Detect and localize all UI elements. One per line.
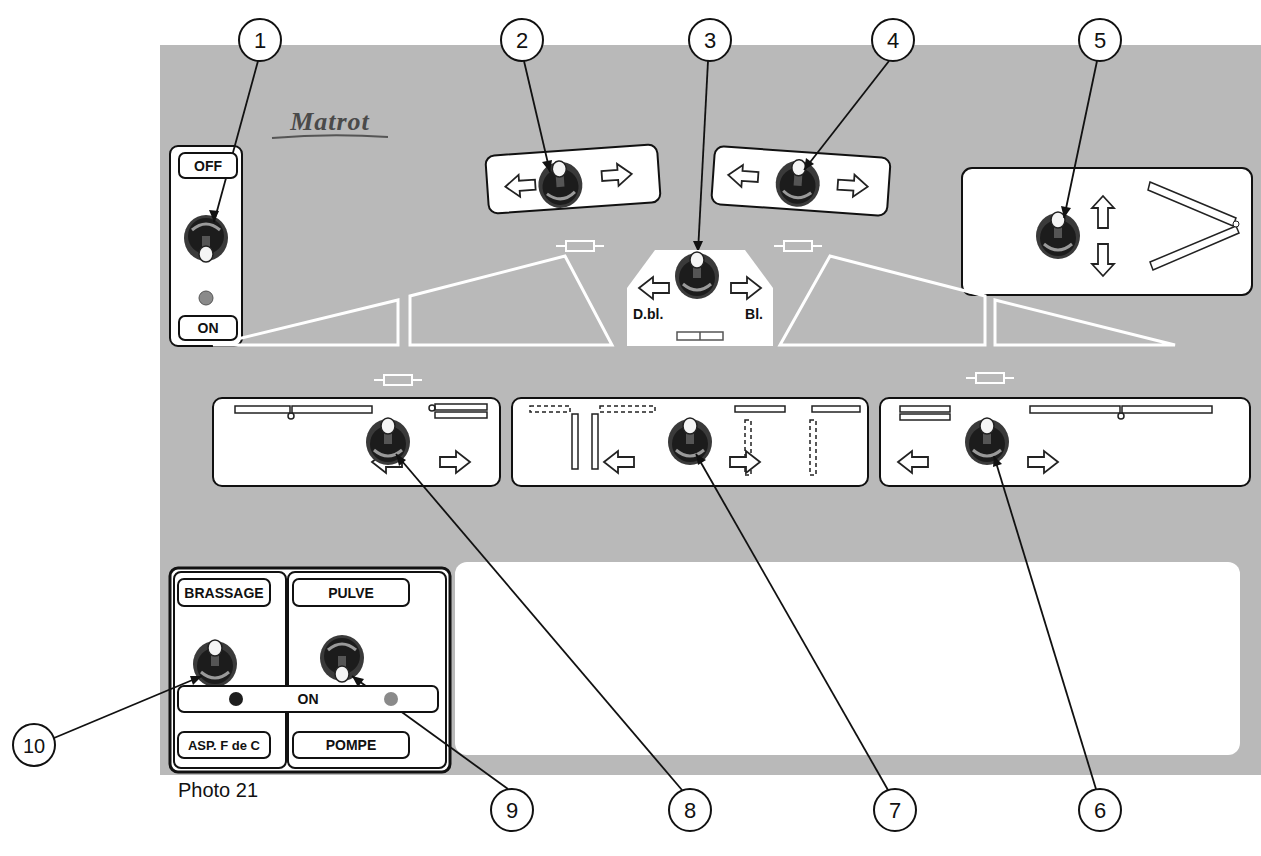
box-label: POMPE <box>326 737 377 753</box>
switch-label-box: POMPE <box>292 731 410 759</box>
box-label: OFF <box>194 158 222 174</box>
indicator-led <box>229 692 243 706</box>
indicator-led <box>384 692 398 706</box>
direction-label: Bl. <box>745 306 763 322</box>
box-label: BRASSAGE <box>184 585 263 601</box>
direction-label: D.bl. <box>633 306 663 322</box>
callout-number: 10 <box>23 735 45 758</box>
callout-number: 9 <box>506 798 518 824</box>
callout-number: 1 <box>254 28 266 54</box>
brand-logo: Matrot <box>290 107 370 137</box>
switch-label-box: ON <box>178 315 238 341</box>
callout-number: 5 <box>1094 28 1106 54</box>
switch-panel-outline <box>625 248 775 348</box>
switch-panel: D.bl. Bl. <box>625 248 775 348</box>
switch-label-box: BRASSAGE <box>177 578 271 607</box>
box-label: ON <box>198 320 219 336</box>
box-label: ON <box>298 691 319 707</box>
photo-caption: Photo 21 <box>178 779 258 802</box>
box-label: PULVE <box>328 585 374 601</box>
indicator-strip: ON <box>177 685 439 713</box>
callout-number: 7 <box>889 798 901 824</box>
callout-number: 2 <box>516 28 528 54</box>
callout-number: 3 <box>704 28 716 54</box>
box-label: ASP. F de C <box>188 738 260 753</box>
switch-label-box: OFF <box>178 152 238 179</box>
callout-number: 6 <box>1094 798 1106 824</box>
callout-number: 8 <box>684 798 696 824</box>
callout-number: 4 <box>887 28 899 54</box>
switch-label-box: PULVE <box>292 578 410 607</box>
switch-label-box: ASP. F de C <box>177 731 271 759</box>
